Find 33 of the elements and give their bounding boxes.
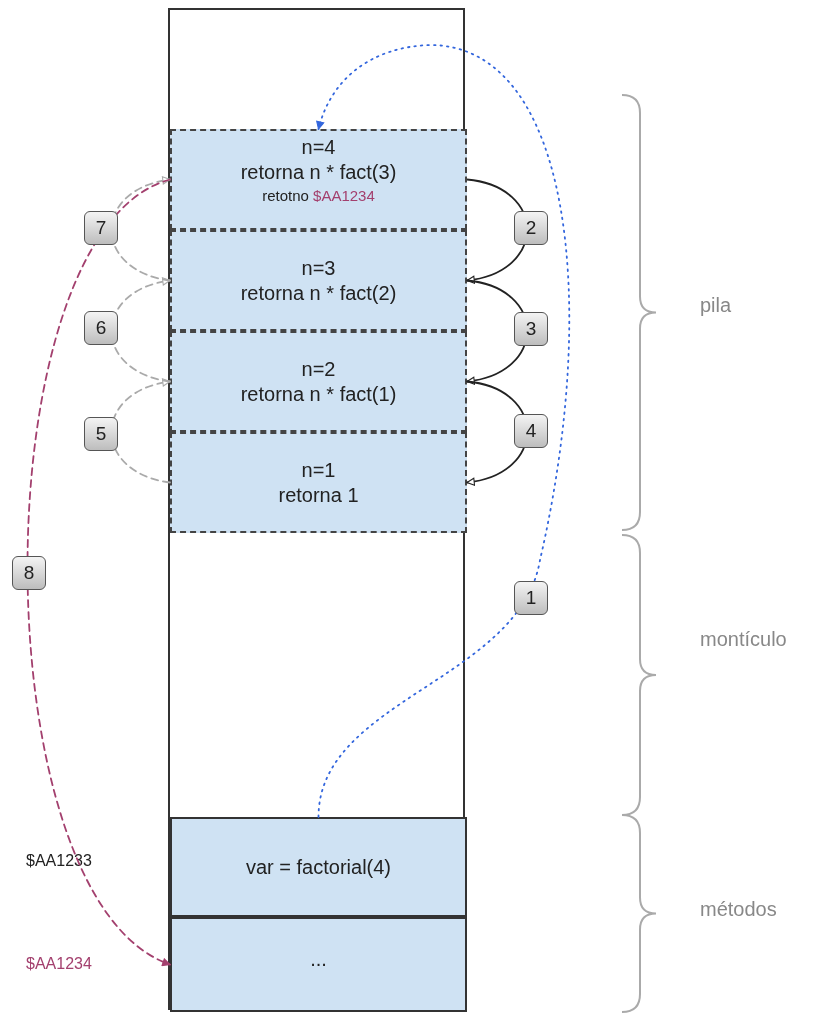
frame-text: n=4: [301, 135, 336, 160]
brace-label: pila: [700, 294, 732, 317]
edge-label: 6: [84, 311, 118, 345]
stack-frame: [170, 331, 467, 432]
method-box: [170, 817, 467, 917]
brace-label: métodos: [700, 898, 777, 921]
frame-text: n=3: [301, 255, 336, 281]
frame-text: retorna 1: [278, 482, 359, 508]
arrow: [26, 178, 171, 966]
frame-text: retorna n * fact(2): [240, 280, 397, 306]
edge-label: 3: [514, 312, 548, 346]
frame-text: retorna n * fact(1): [240, 381, 397, 407]
frame-text: retorna n * fact(3): [240, 160, 397, 185]
edge-label: 5: [84, 417, 118, 451]
frame-text: n=2: [301, 356, 336, 382]
brace-label: montículo: [700, 628, 787, 651]
address-label: $AA1233: [26, 852, 92, 870]
stack-frame: [170, 432, 467, 533]
frame-text: n=1: [301, 457, 336, 483]
method-text: var = factorial(4): [245, 854, 392, 880]
edge-label: 1: [514, 581, 548, 615]
edge-label: 4: [514, 414, 548, 448]
return-address-text: retotno $AA1234: [262, 187, 375, 206]
method-box: [170, 917, 467, 1012]
edge-label: 2: [514, 211, 548, 245]
memory-column: [168, 8, 465, 1010]
edge-label: 7: [84, 211, 118, 245]
arrow: [316, 44, 571, 818]
edge-label: 8: [12, 556, 46, 590]
method-text: ...: [310, 947, 327, 972]
stack-frame: [170, 230, 467, 331]
stack-frame: [170, 129, 467, 230]
address-label: $AA1234: [26, 955, 92, 973]
